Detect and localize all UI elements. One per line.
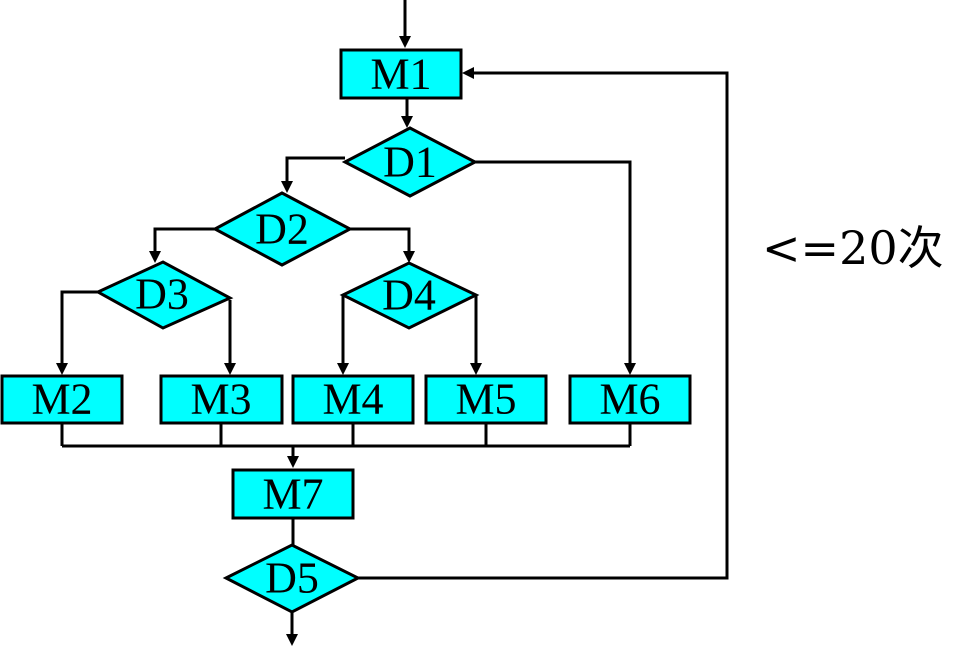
node-m4-label: M4 [322,375,383,424]
node-m6: M6 [568,374,692,425]
node-d3: D3 [94,260,234,330]
node-d4-label: D4 [382,271,436,320]
edge-d5-loop-m1 [358,71,729,580]
node-m5: M5 [424,374,548,425]
node-d3-shape [94,260,234,330]
node-d1-shape [341,126,479,198]
arrow-d4-m4 [337,363,349,375]
arrow-d1-d2 [281,181,293,193]
node-m1-label: M1 [370,50,431,99]
node-m5-label: M5 [455,375,516,424]
loop-limit-note: <=20次 [762,221,944,275]
node-d5: D5 [222,543,362,614]
node-m1-shape [339,48,463,100]
arrow-d4-m5 [470,363,482,375]
node-m2-shape [0,374,124,425]
arrow-loop-m1 [462,67,474,79]
node-d5-label: D5 [265,554,319,603]
node-d4: D4 [339,261,480,330]
arrow-d2-d3 [149,251,161,263]
node-m7: M7 [231,468,355,520]
arrow-d3-m3 [224,363,236,375]
arrow-d3-m2 [56,363,68,375]
edge-d1-m6 [475,160,632,364]
edge-d3-m2 [60,290,98,364]
node-m2: M2 [0,374,124,425]
node-m5-shape [424,374,548,425]
arrow-d1-m6 [624,363,636,375]
node-d2-shape [211,191,354,267]
edge-d2-d3 [153,227,215,253]
node-m6-label: M6 [599,375,660,424]
node-m3: M3 [159,374,284,425]
node-m2-label: M2 [31,375,92,424]
node-d5-shape [222,543,362,614]
node-m3-shape [159,374,284,425]
node-d2-label: D2 [255,205,309,254]
node-d4-shape [339,261,480,330]
node-m4-shape [291,374,415,425]
node-d2: D2 [211,191,354,267]
node-m7-shape [231,468,355,520]
node-d3-label: D3 [135,270,189,319]
arrow-d5-exit [286,634,298,646]
node-d1-label: D1 [383,138,437,187]
arrow-entry-m1 [399,36,411,48]
node-m7-label: M7 [262,470,323,519]
edge-d2-d4 [350,227,411,253]
edge-d1-d2 [285,156,345,183]
arrow-m1-d1 [401,116,413,128]
node-m1: M1 [339,48,463,100]
node-d1: D1 [341,126,479,198]
node-m4: M4 [291,374,415,425]
arrow-bus-m7 [287,456,299,468]
arrow-d2-d4 [403,251,415,263]
node-m3-label: M3 [190,375,251,424]
edges [56,0,729,646]
node-m6-shape [568,374,692,425]
